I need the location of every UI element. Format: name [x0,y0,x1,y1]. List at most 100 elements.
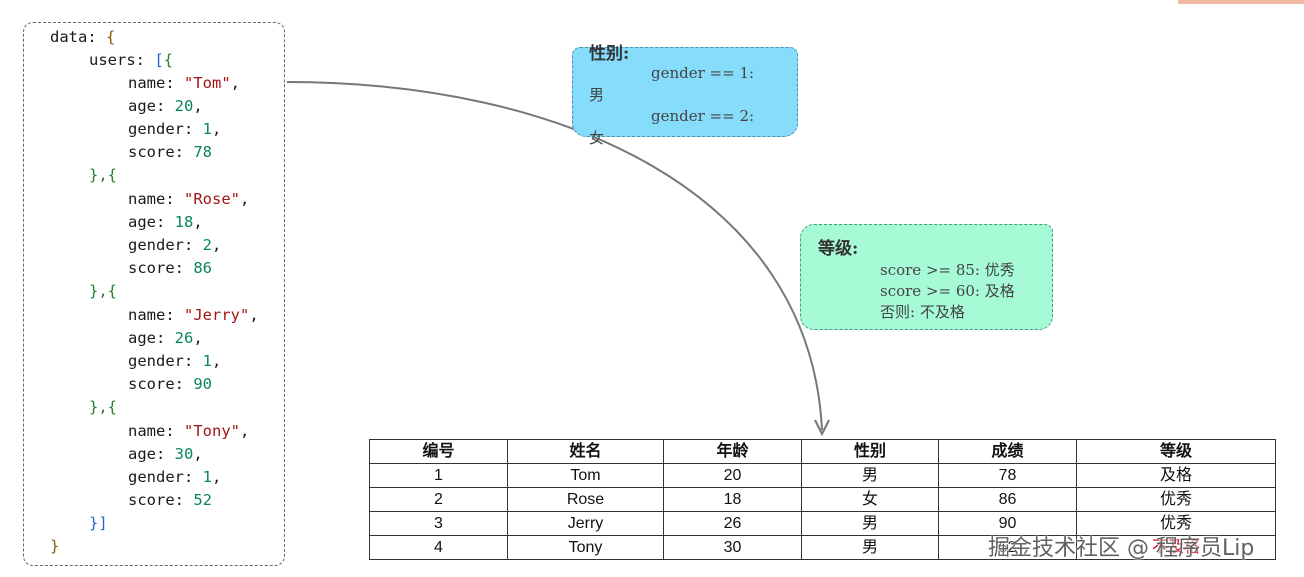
code-user-age: age: 20, [128,97,203,115]
code-key: score: [128,375,194,393]
header-grade: 等级 [1076,439,1276,464]
code-number: 30 [174,445,194,463]
code-user-name: name: "Jerry", [128,306,259,324]
code-user-age: age: 30, [128,445,203,463]
cell-gender: 男 [801,535,939,560]
code-key: age: [128,213,175,231]
grade-box-title: 等级: [818,239,859,259]
code-string: "Jerry" [184,306,250,324]
code-root-colon: : [87,28,97,46]
code-string: "Tom" [184,74,231,92]
code-key: age: [128,97,175,115]
code-root-key: data [50,28,88,46]
cell-id: 1 [369,463,508,488]
code-number: 2 [202,236,212,254]
code-users-brace: { [163,51,174,69]
code-number: 1 [202,468,212,486]
code-users-colon: : [135,51,155,69]
table-row: 2 Rose 18 女 86 优秀 [369,487,1276,512]
cell-age: 26 [663,511,802,536]
cell-grade: 不及格 [1076,535,1276,560]
code-separator: },{ [89,282,117,300]
code-user-age: age: 18, [128,213,203,231]
cell-gender: 男 [801,463,939,488]
cell-id: 2 [369,487,508,512]
grade-rule-2: score >= 60: 及格 [880,282,1015,300]
cell-name: Tony [507,535,664,560]
code-key: score: [128,143,194,161]
code-line-users: users: [{ [89,49,173,72]
code-key: name: [128,306,184,324]
cell-score: 52 [938,535,1077,560]
code-separator: },{ [89,166,117,184]
cell-name: Rose [507,487,664,512]
code-user-gender: gender: 1, [128,120,222,138]
code-user-score: score: 90 [128,373,212,396]
grade-rule-box: 等级: score >= 85: 优秀 score >= 60: 及格 否则: … [800,224,1053,330]
code-number: 78 [193,143,212,161]
cell-age: 20 [663,463,802,488]
code-user-gender: gender: 2, [128,236,222,254]
code-users-bracket: [ [154,51,164,69]
watermark: 掘金技术社区 @ 程序员Lip [988,536,1255,561]
gender-value-2: 女 [589,129,605,147]
code-user-score: score: 86 [128,257,212,280]
code-user-name: name: "Tom", [128,74,241,92]
header-id: 编号 [369,439,508,464]
cell-score: 78 [938,463,1077,488]
cell-name: Tom [507,463,664,488]
code-number: 1 [202,120,212,138]
code-key: gender: [128,236,203,254]
gender-value-1: 男 [589,86,605,104]
code-separator: },{ [89,398,117,416]
cell-gender: 女 [801,487,939,512]
gender-rule-1: gender == 1: [651,64,755,82]
cell-age: 18 [663,487,802,512]
code-number: 86 [193,259,212,277]
code-number: 52 [193,491,212,509]
code-string: "Rose" [184,190,240,208]
code-key: score: [128,259,194,277]
code-number: 20 [174,97,194,115]
table-header-row: 编号 姓名 年龄 性别 成绩 等级 [369,439,1276,464]
code-key: name: [128,190,184,208]
grade-rule-1: score >= 85: 优秀 [880,261,1015,279]
code-key: score: [128,491,194,509]
code-users-key: users [89,51,136,69]
cell-grade: 及格 [1076,463,1276,488]
gender-rule-2: gender == 2: [651,107,755,125]
code-close-root: } [50,537,60,555]
code-user-name: name: "Tony", [128,422,250,440]
cell-name: Jerry [507,511,664,536]
code-number: 90 [193,375,212,393]
code-string: "Tony" [184,422,240,440]
result-table: 编号 姓名 年龄 性别 成绩 等级 1 Tom 20 男 78 及格 2 Ros… [369,439,1276,560]
cell-grade: 优秀 [1076,511,1276,536]
cell-grade: 优秀 [1076,487,1276,512]
flow-arrow-head [814,419,830,437]
code-number: 1 [202,352,212,370]
code-key: name: [128,74,184,92]
header-gender: 性别 [801,439,939,464]
grade-rule-3: 否则: 不及格 [880,303,965,321]
code-root-brace: { [96,28,116,46]
cell-id: 3 [369,511,508,536]
code-user-score: score: 78 [128,141,212,164]
code-close-array: }] [89,514,108,532]
code-number: 18 [174,213,194,231]
code-key: name: [128,422,184,440]
code-key: gender: [128,352,203,370]
code-panel: data: { users: [{ name: "Tom", age: 20, … [23,22,285,566]
code-user-age: age: 26, [128,329,203,347]
header-age: 年龄 [663,439,802,464]
code-key: gender: [128,468,203,486]
corner-accent [1178,0,1304,4]
gender-rule-box: 性别: gender == 1: 男 gender == 2: 女 [572,44,798,147]
code-user-score: score: 52 [128,489,212,512]
header-name: 姓名 [507,439,664,464]
cell-age: 30 [663,535,802,560]
table-row: 4 Tony 30 男 52 不及格 [369,535,1276,560]
code-key: age: [128,445,175,463]
code-user-gender: gender: 1, [128,352,222,370]
cell-gender: 男 [801,511,939,536]
